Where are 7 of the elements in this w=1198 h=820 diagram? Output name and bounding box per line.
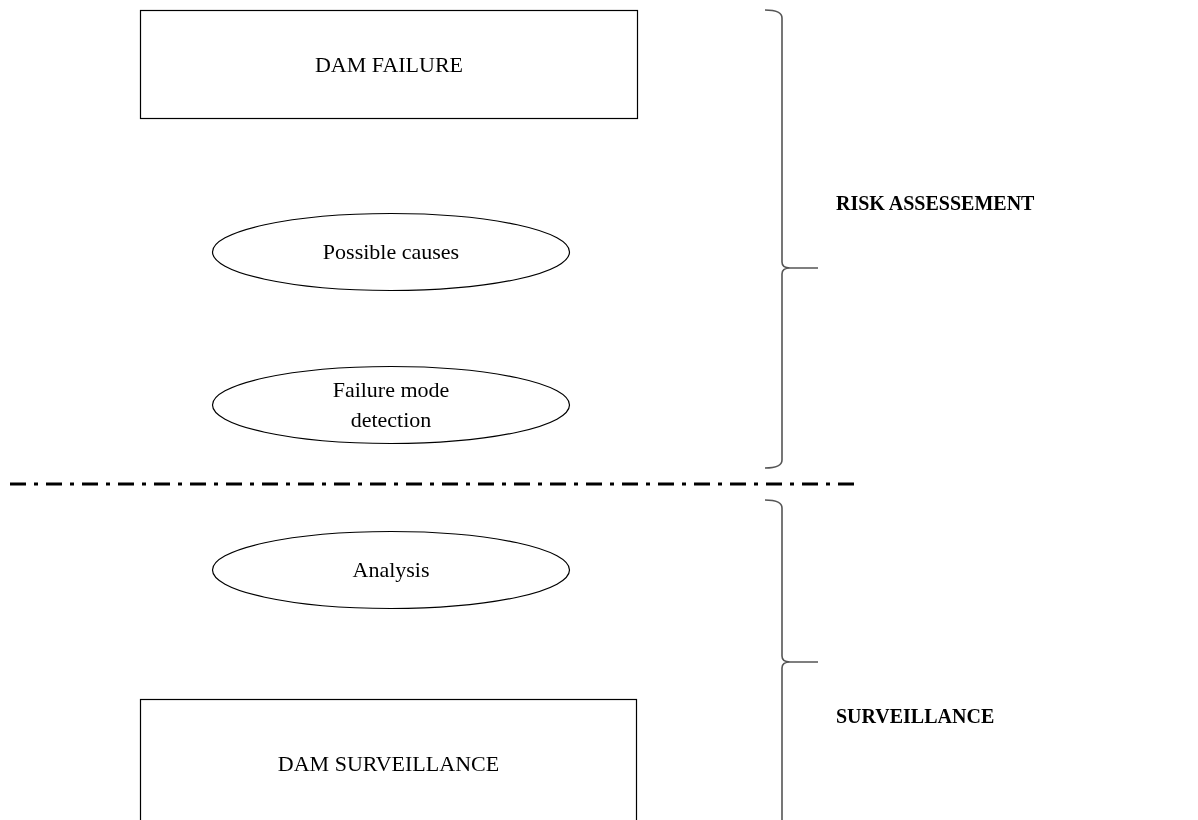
node-label: Possible causes <box>322 238 460 267</box>
node-label: DAM FAILURE <box>314 50 464 79</box>
section-label: SURVEILLANCE <box>836 705 995 728</box>
node-label: DAM SURVEILLANCE <box>277 750 500 778</box>
node-label: Analysis <box>352 556 430 585</box>
node-label: Failure mode detection <box>331 376 451 434</box>
section-label: RISK ASSESSEMENT <box>836 192 1035 215</box>
